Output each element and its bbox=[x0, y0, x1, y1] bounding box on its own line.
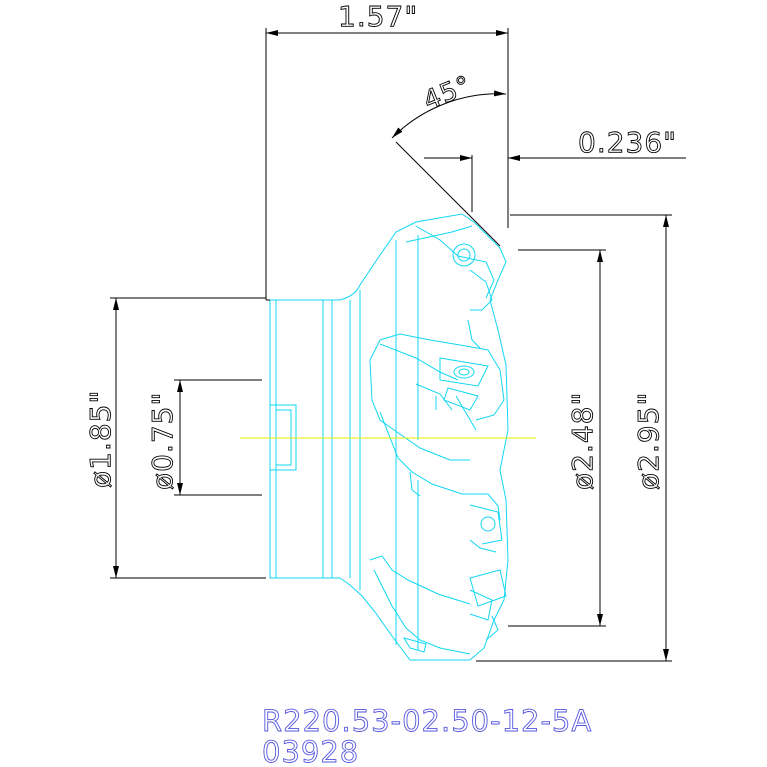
dim-shank-diameter: ø1.85" bbox=[84, 390, 117, 488]
dimension-lines bbox=[110, 28, 686, 662]
part-number: R220.53-02.50-12-5A bbox=[262, 704, 592, 738]
dim-offset: 0.236" bbox=[578, 126, 677, 159]
dim-angle: 45° bbox=[419, 70, 476, 116]
dim-outer-diameter: ø2.95" bbox=[632, 392, 665, 490]
dim-mid-diameter: ø2.48" bbox=[566, 392, 599, 490]
cutter-outline bbox=[269, 213, 509, 661]
part-code: 03928 bbox=[262, 735, 359, 767]
dim-bore-diameter: ø0.75" bbox=[146, 392, 179, 490]
dim-length: 1.57" bbox=[338, 0, 418, 33]
